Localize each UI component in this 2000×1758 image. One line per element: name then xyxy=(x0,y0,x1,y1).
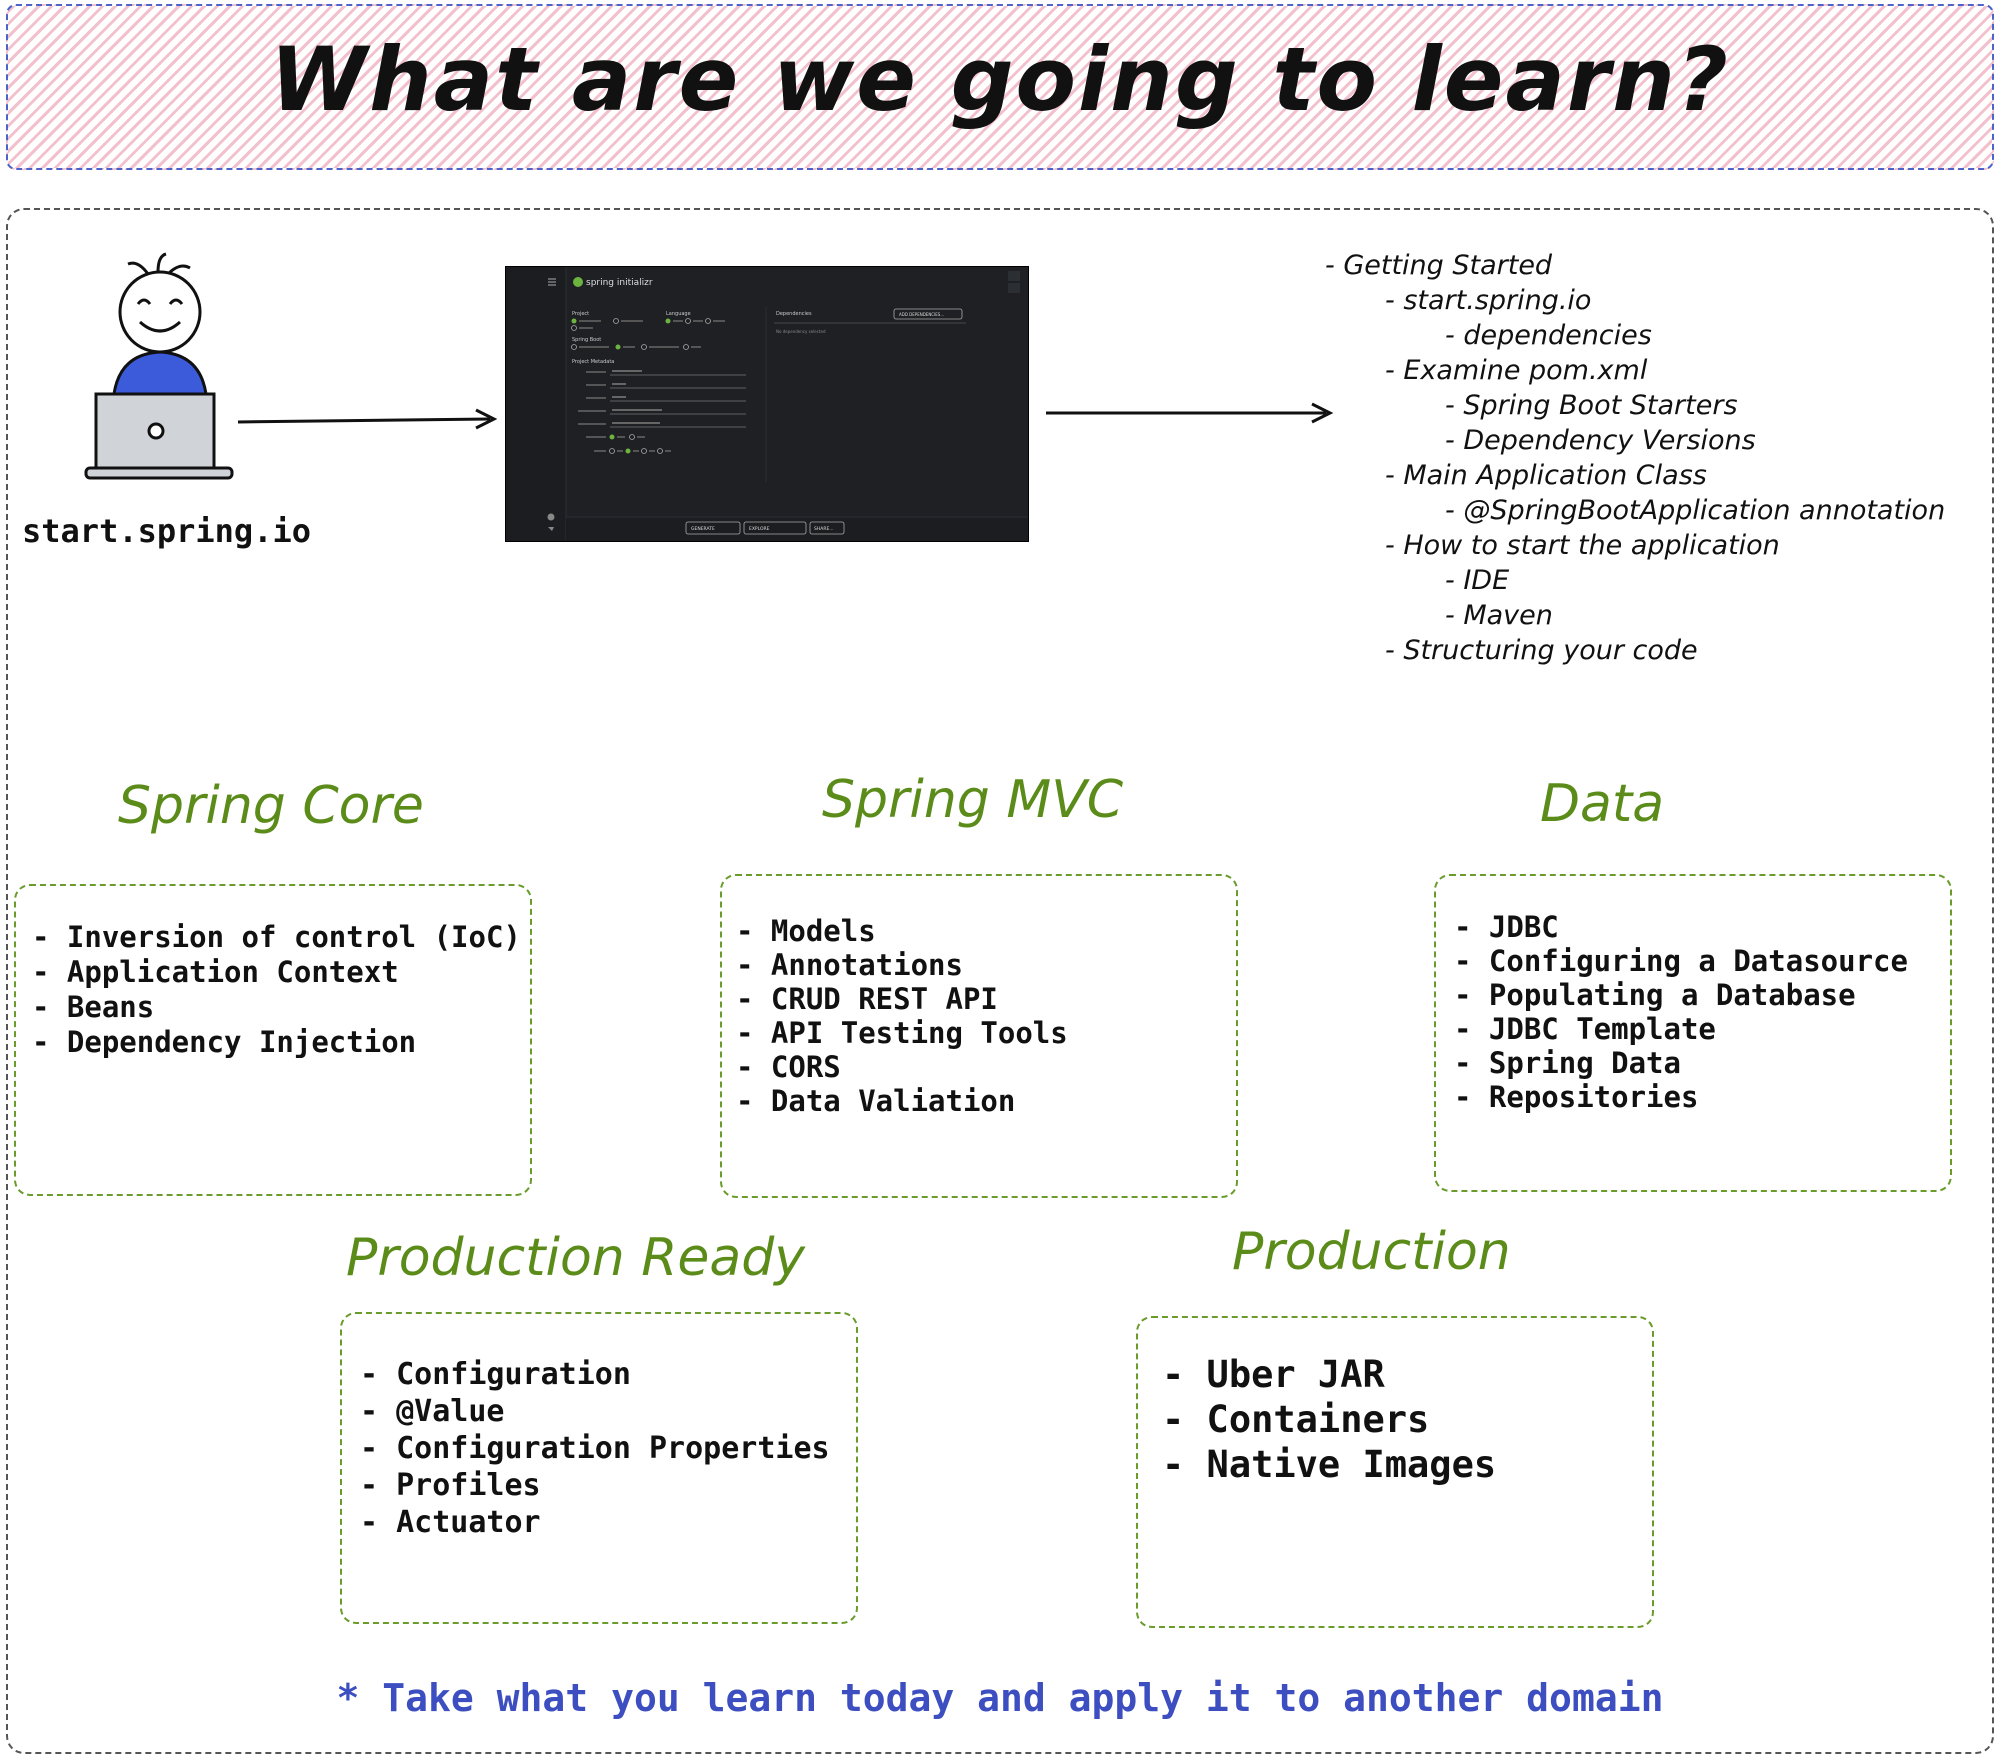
spring-mvc-box: - Models - Annotations - CRUD REST API -… xyxy=(720,874,1238,1198)
production-title: Production xyxy=(1232,1222,1511,1282)
main-frame xyxy=(6,208,1994,1754)
topic-item: - @SpringBootApplication annotation xyxy=(1445,495,1946,526)
list-item: - Actuator xyxy=(360,1505,541,1540)
getting-started-topics: - Getting Started - start.spring.io - de… xyxy=(1325,248,1945,668)
list-item: - Containers xyxy=(1162,1398,1430,1441)
list-item: - Models xyxy=(736,914,876,948)
list-item: - Inversion of control (IoC) xyxy=(32,920,521,954)
title-banner: What are we going to learn? xyxy=(6,4,1994,170)
list-item: - Configuration xyxy=(360,1357,631,1392)
arrow-to-topics xyxy=(1046,402,1334,424)
topic-item: - Getting Started xyxy=(1325,250,1553,281)
list-item: - Spring Data xyxy=(1454,1046,1681,1080)
production-ready-title: Production Ready xyxy=(346,1228,806,1288)
list-item: - CORS xyxy=(736,1050,841,1084)
topic-item: - Dependency Versions xyxy=(1445,425,1756,456)
list-item: - Beans xyxy=(32,990,155,1024)
production-box: - Uber JAR - Containers - Native Images xyxy=(1136,1316,1654,1628)
person-label: start.spring.io xyxy=(22,512,311,550)
list-item: - @Value xyxy=(360,1394,505,1429)
arrow-to-initializr xyxy=(237,408,498,430)
topic-item: - Main Application Class xyxy=(1385,460,1707,491)
svg-text:Language: Language xyxy=(666,311,691,317)
list-item: - JDBC xyxy=(1454,910,1559,944)
page-title: What are we going to learn? xyxy=(270,28,1730,131)
topic-item: - Maven xyxy=(1445,600,1553,631)
topic-item: - How to start the application xyxy=(1385,530,1780,561)
topic-item: - Spring Boot Starters xyxy=(1445,390,1738,421)
svg-text:ADD DEPENDENCIES...: ADD DEPENDENCIES... xyxy=(899,312,944,317)
svg-text:No dependency selected: No dependency selected xyxy=(776,329,826,334)
list-item: - Uber JAR xyxy=(1162,1353,1385,1396)
svg-text:SHARE...: SHARE... xyxy=(814,526,834,532)
svg-text:GENERATE: GENERATE xyxy=(691,526,715,532)
data-title: Data xyxy=(1540,774,1665,834)
list-item: - API Testing Tools xyxy=(736,1016,1068,1050)
list-item: - Application Context xyxy=(32,955,399,989)
spring-initializr-screenshot: spring initializr Project Language Sprin… xyxy=(505,266,1029,542)
list-item: - Native Images xyxy=(1162,1443,1497,1486)
list-item: - Repositories xyxy=(1454,1080,1699,1114)
svg-text:Dependencies: Dependencies xyxy=(776,311,812,317)
list-item: - Annotations xyxy=(736,948,963,982)
data-box: - JDBC - Configuring a Datasource - Popu… xyxy=(1434,874,1952,1192)
list-item: - Populating a Database xyxy=(1454,978,1856,1012)
topic-item: - Examine pom.xml xyxy=(1385,355,1648,386)
list-item: - Data Valiation xyxy=(736,1084,1016,1118)
spring-mvc-title: Spring MVC xyxy=(822,770,1124,830)
initializr-brand: spring initializr xyxy=(586,278,653,288)
svg-text:Project: Project xyxy=(572,311,589,317)
list-item: - Dependency Injection xyxy=(32,1025,417,1059)
topic-item: - IDE xyxy=(1445,565,1510,596)
list-item: - Profiles xyxy=(360,1468,541,1503)
person-with-laptop-illustration xyxy=(80,234,240,484)
svg-text:EXPLORE: EXPLORE xyxy=(749,526,770,532)
svg-text:Spring Boot: Spring Boot xyxy=(572,337,601,343)
list-item: - JDBC Template xyxy=(1454,1012,1716,1046)
list-item: - CRUD REST API xyxy=(736,982,998,1016)
spring-core-box: - Inversion of control (IoC) - Applicati… xyxy=(14,884,532,1196)
list-item: - Configuring a Datasource xyxy=(1454,944,1908,978)
list-item: - Configuration Properties xyxy=(360,1431,830,1466)
topic-item: - Structuring your code xyxy=(1385,635,1698,666)
footer-note: * Take what you learn today and apply it… xyxy=(336,1676,1664,1720)
svg-text:Project Metadata: Project Metadata xyxy=(572,359,614,365)
production-ready-box: - Configuration - @Value - Configuration… xyxy=(340,1312,858,1624)
topic-item: - dependencies xyxy=(1445,320,1652,351)
topic-item: - start.spring.io xyxy=(1385,285,1592,316)
spring-core-title: Spring Core xyxy=(118,776,424,836)
